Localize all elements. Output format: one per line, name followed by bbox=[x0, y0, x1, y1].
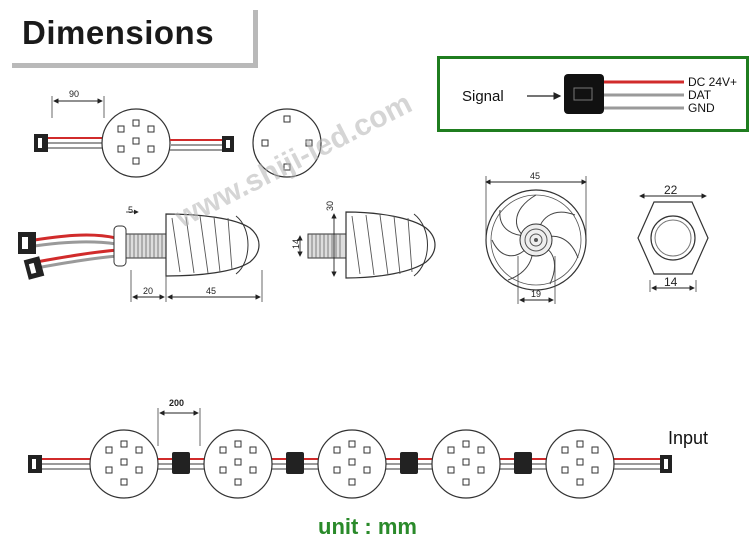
dim-hex-inner: 14 bbox=[664, 275, 678, 289]
front-view-lens: 45 19 bbox=[485, 171, 587, 304]
dim-body-height: 30 bbox=[325, 201, 335, 211]
dim-cap: 5 bbox=[128, 205, 133, 215]
side-view-cabled: 5 20 45 bbox=[18, 205, 263, 302]
back-view-module bbox=[252, 108, 322, 178]
top-view-module: 90 bbox=[34, 89, 234, 178]
unit-label: unit : mm bbox=[318, 514, 417, 539]
wire-label-ground: GND bbox=[688, 101, 715, 115]
dim-top-width: 90 bbox=[69, 89, 79, 99]
dim-spacing: 200 bbox=[169, 398, 184, 408]
page-title: Dimensions bbox=[22, 14, 215, 51]
signal-label: Signal bbox=[462, 88, 504, 105]
module-chain: 200 bbox=[28, 398, 672, 499]
dim-hex-across: 22 bbox=[664, 183, 678, 197]
wire-label-data: DAT bbox=[688, 88, 712, 102]
dim-thread-height: 14 bbox=[291, 239, 301, 249]
dim-center: 19 bbox=[531, 289, 541, 299]
hex-nut-view: 22 14 bbox=[637, 183, 709, 292]
input-label: Input bbox=[668, 428, 709, 448]
dim-body-length: 45 bbox=[206, 286, 216, 296]
wire-label-power: DC 24V+ bbox=[688, 75, 737, 89]
dim-front-diameter: 45 bbox=[530, 171, 540, 181]
side-view-plain: 14 30 bbox=[291, 201, 436, 279]
legend-connector: Signal DC 24V+ DAT GND bbox=[462, 74, 737, 115]
title-frame bbox=[12, 10, 258, 68]
dim-thread-length: 20 bbox=[143, 286, 153, 296]
